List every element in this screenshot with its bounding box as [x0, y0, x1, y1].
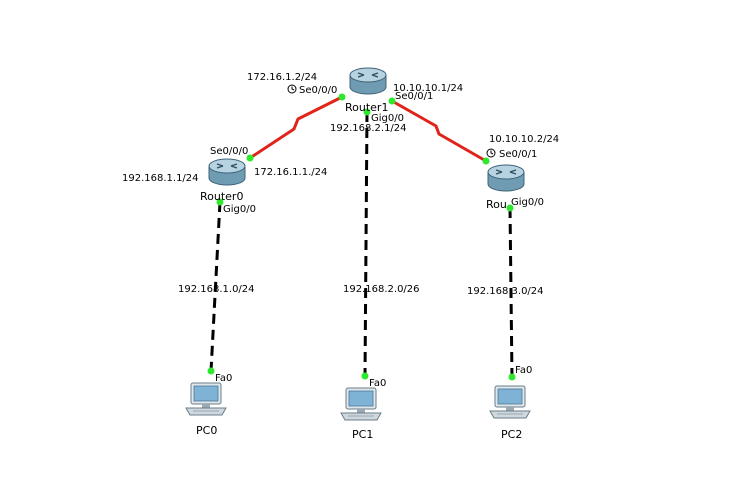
router-icon: [208, 158, 246, 186]
label-lan3-network: 192.168.3.0/24: [467, 286, 544, 297]
router0[interactable]: [208, 158, 246, 186]
serial-link-router1-router0[interactable]: [249, 95, 343, 160]
ethernet-link-router0-pc0[interactable]: [209, 201, 222, 372]
port-dot-r1-gig: [363, 108, 371, 116]
router-icon: [487, 164, 525, 192]
port-dot-r2-gig: [506, 204, 514, 212]
clock-icon: [287, 84, 297, 94]
router2[interactable]: [487, 164, 525, 192]
device-label-router0: Router0: [200, 190, 243, 203]
port-dot-pc2: [508, 373, 516, 381]
label-r0-gig-ip: 192.168.1.1/24: [122, 173, 199, 184]
pc0[interactable]: [185, 382, 227, 416]
device-label-router2: Rou: [486, 198, 507, 211]
device-label-pc0: PC0: [196, 424, 217, 437]
device-label-pc2: PC2: [501, 428, 522, 441]
pc1[interactable]: [340, 387, 382, 421]
device-label-router1: Router1: [345, 101, 388, 114]
serial-link-router1-router2[interactable]: [391, 99, 487, 163]
clock-icon: [486, 148, 496, 158]
label-pc0-if: Fa0: [215, 373, 232, 384]
label-r1-gig-ip: 192.168.2.1/24: [330, 123, 407, 134]
label-r1-gig-if: Gig0/0: [371, 113, 404, 124]
port-dot-r0-se000: [246, 154, 254, 162]
label-r2-gig-if: Gig0/0: [511, 197, 544, 208]
port-dot-r0-gig: [216, 198, 224, 206]
label-r1-se001-if: Se0/0/1: [395, 91, 433, 102]
port-dot-pc0: [207, 367, 215, 375]
label-pc1-if: Fa0: [369, 378, 386, 389]
port-dot-r2-se001: [482, 157, 490, 165]
pc-icon: [489, 385, 531, 419]
label-lan1-network: 192.168.1.0/24: [178, 284, 255, 295]
port-dot-r1-se001: [388, 97, 396, 105]
port-dot-pc1: [361, 372, 369, 380]
ethernet-link-router2-pc2[interactable]: [508, 207, 514, 378]
device-label-pc1: PC1: [352, 428, 373, 441]
router1[interactable]: [349, 67, 387, 95]
ethernet-link-router1-pc1[interactable]: [363, 111, 369, 377]
label-r2-se001-if: Se0/0/1: [499, 149, 537, 160]
label-r2-se001-ip: 10.10.10.2/24: [489, 134, 559, 145]
label-r1-se001-ip: 10.10.10.1/24: [393, 83, 463, 94]
pc2[interactable]: [489, 385, 531, 419]
label-pc2-if: Fa0: [515, 365, 532, 376]
label-r0-se000-if: Se0/0/0: [210, 146, 248, 157]
port-dot-r1-se000: [338, 93, 346, 101]
pc-icon: [185, 382, 227, 416]
label-r0-se000-ip: 172.16.1.1./24: [254, 167, 327, 178]
pc-icon: [340, 387, 382, 421]
label-r1-se000-ip: 172.16.1.2/24: [247, 72, 317, 83]
label-lan2-network: 192.168.2.0/26: [343, 284, 420, 295]
label-r0-gig-if: Gig0/0: [223, 204, 256, 215]
router-icon: [349, 67, 387, 95]
label-r1-se000-if: Se0/0/0: [299, 85, 337, 96]
port-status-dots: [207, 93, 516, 381]
